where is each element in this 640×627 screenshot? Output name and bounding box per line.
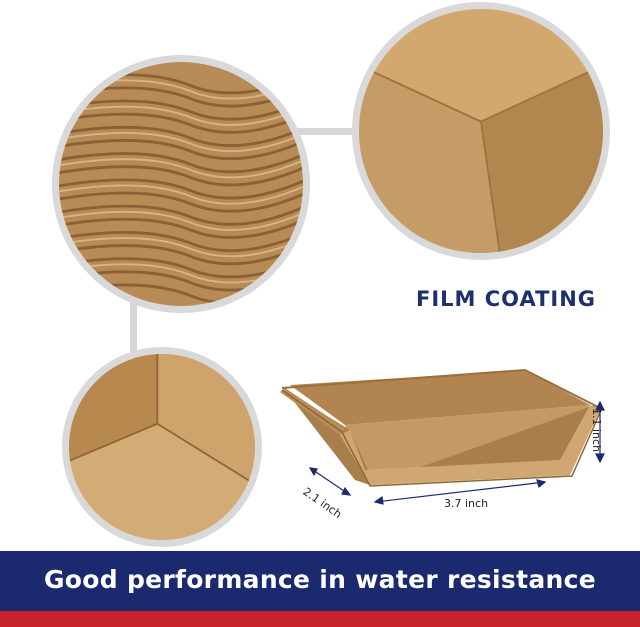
- feature-label: FILM COATING: [416, 287, 597, 311]
- dimension-height-label: 1.1 inch: [590, 408, 603, 453]
- banner-text: Good performance in water resistance: [43, 565, 596, 594]
- food-tray-image: [280, 368, 605, 505]
- bottom-banner-red-stripe: [0, 611, 640, 627]
- corner-fold-closeup-image: [352, 2, 610, 260]
- connector-line-top: [295, 128, 365, 135]
- connector-line-left: [130, 300, 137, 360]
- stacked-trays-closeup-image: [52, 55, 310, 313]
- inner-corner-closeup-image: [62, 347, 262, 547]
- dimension-length-label: 3.7 inch: [444, 497, 489, 510]
